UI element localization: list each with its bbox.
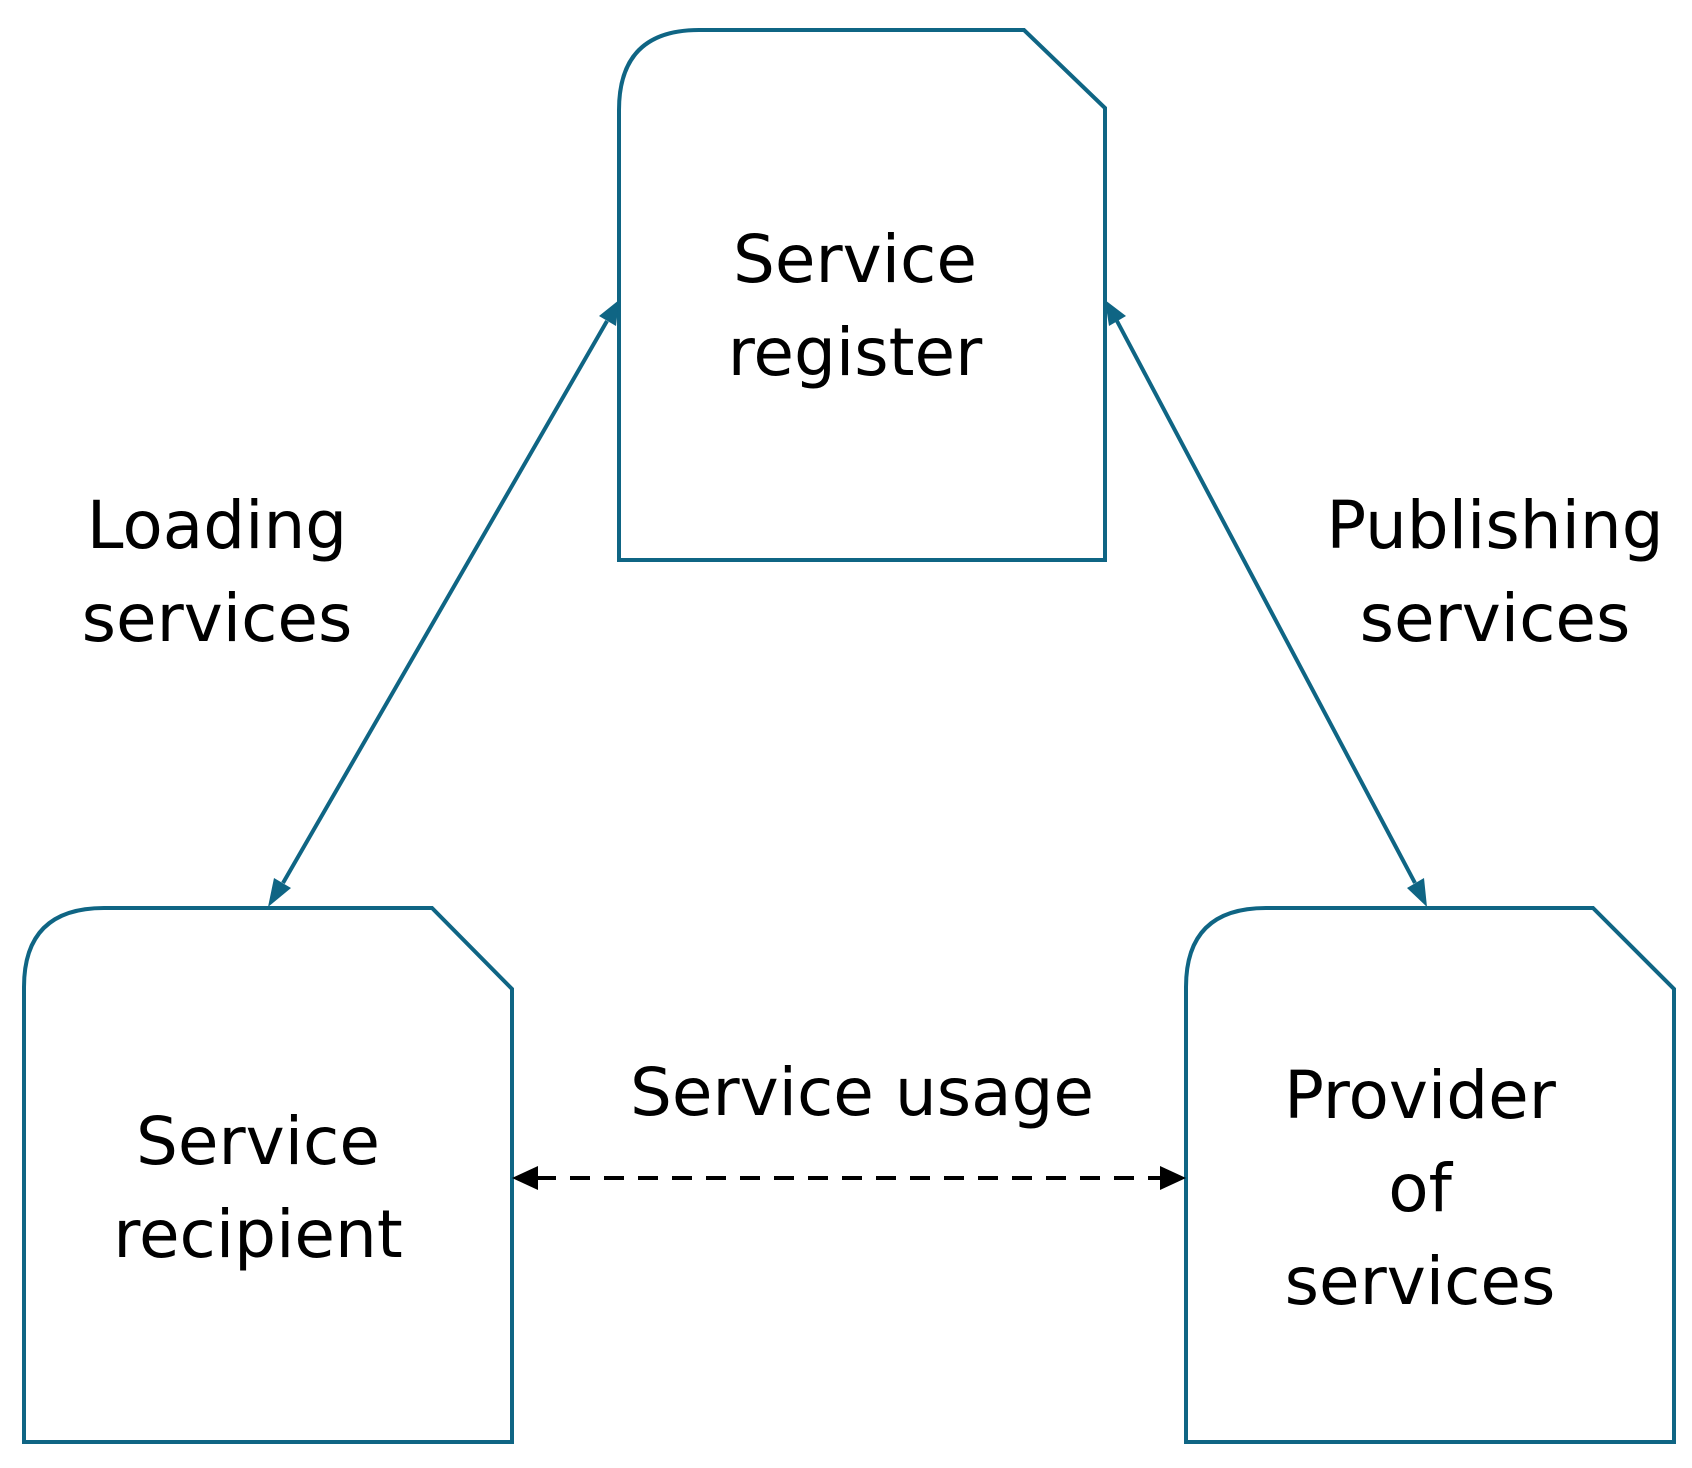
service-recipient-label-line2: recipient — [113, 1196, 402, 1273]
publishing-arrowhead-top — [1105, 300, 1126, 326]
loading-services-label-line1: Loading — [87, 487, 347, 564]
service-recipient-shape — [22, 906, 514, 1444]
loading-services-label-line2: services — [82, 580, 353, 657]
publishing-services-label-line2: services — [1360, 580, 1631, 657]
provider-shape — [1184, 906, 1676, 1444]
usage-arrowhead-left — [512, 1166, 538, 1190]
loading-arrowhead-top — [599, 300, 619, 326]
loading-arrowhead-bottom — [268, 878, 291, 907]
provider-label-line1: Provider — [1284, 1057, 1557, 1134]
loading-services-line — [281, 320, 609, 884]
service-register-shape — [617, 28, 1107, 562]
publishing-arrowhead-bottom — [1407, 878, 1427, 907]
usage-arrowhead-right — [1160, 1166, 1186, 1190]
service-recipient-label-line1: Service — [136, 1103, 380, 1180]
service-register-label-line2: register — [728, 314, 983, 391]
service-usage-label: Service usage — [630, 1054, 1094, 1131]
provider-label-line2: of — [1388, 1150, 1453, 1227]
provider-label-line3: services — [1285, 1243, 1556, 1320]
service-register-label-line1: Service — [733, 221, 977, 298]
publishing-services-label-line1: Publishing — [1326, 487, 1663, 564]
publishing-services-line — [1115, 320, 1417, 884]
